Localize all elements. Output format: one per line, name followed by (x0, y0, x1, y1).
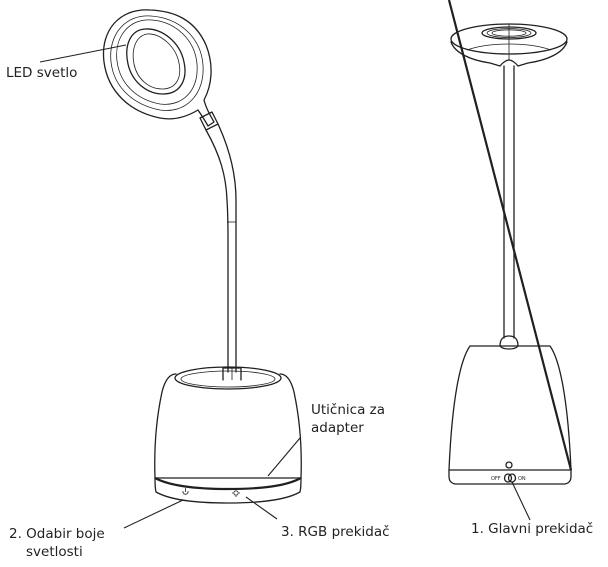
leader-color (123, 499, 184, 529)
label-color-select-1: 2. Odabir boje (9, 526, 105, 542)
pole (503, 65, 515, 339)
base-cup (154, 366, 302, 504)
back-view-lamp: OFF ON (447, 0, 573, 485)
gooseneck (205, 123, 237, 373)
main-switch: OFF ON (491, 473, 526, 483)
leader-main-switch (511, 481, 531, 521)
label-rgb-switch: 3. RGB prekidač (281, 524, 390, 540)
leader-rgb (245, 496, 278, 520)
label-adapter-socket-1: Utičnica za (311, 402, 385, 418)
side-view-lamp (102, 9, 302, 504)
power-icon (182, 488, 189, 495)
sun-icon (232, 489, 240, 497)
led-head (102, 9, 215, 127)
label-led-light: LED svetlo (6, 65, 78, 81)
leader-adapter (267, 437, 301, 477)
switch-off-text: OFF (491, 476, 501, 482)
switch-on-text: ON (518, 476, 526, 482)
label-adapter-socket-2: adapter (311, 420, 364, 436)
neck-collar (199, 111, 219, 131)
back-base: OFF ON (447, 0, 573, 485)
label-main-switch: 1. Glavni prekidač (471, 521, 594, 537)
label-color-select-2: svetlosti (26, 544, 83, 560)
leader-led (39, 44, 127, 63)
led-head-back (450, 23, 568, 67)
